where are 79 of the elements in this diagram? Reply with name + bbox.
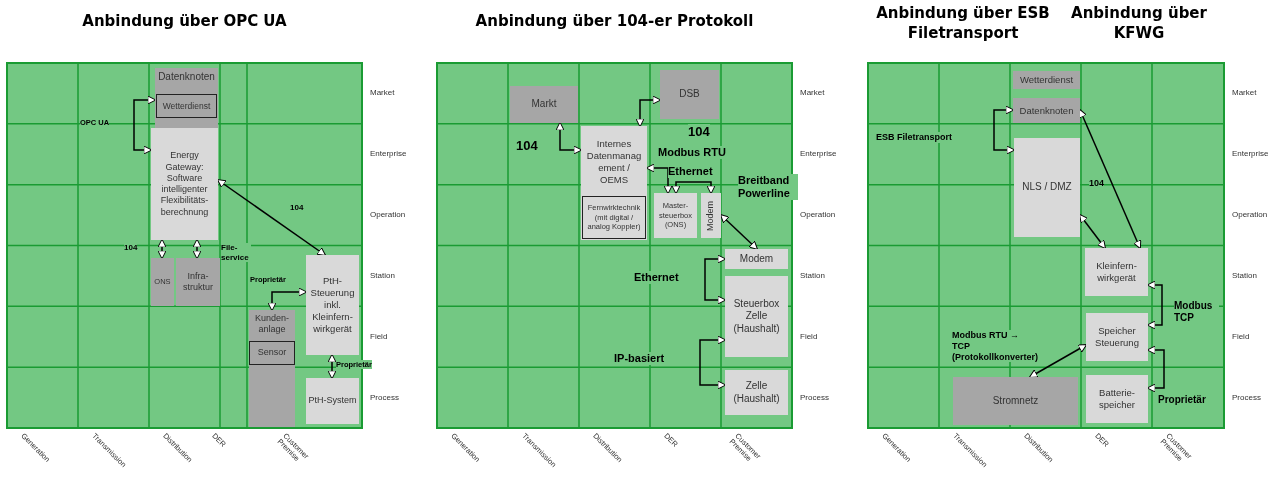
zone-label: Operation: [1232, 210, 1268, 220]
double-arrow: [267, 287, 308, 312]
edge-label: Breitband Powerline: [738, 174, 798, 201]
system-box: DSB: [660, 70, 719, 119]
zone-label: Station: [800, 270, 825, 280]
double-arrow: [704, 254, 727, 305]
panel-heading: Anbindung über ESB Filetransport: [875, 3, 1051, 43]
panel-heading: Anbindung über 104-er Protokoll: [474, 11, 755, 31]
edge-label: File- service: [221, 243, 251, 263]
system-box: Infra- struktur: [176, 258, 220, 306]
zone-label: Station: [1232, 270, 1257, 280]
double-arrow: [1078, 108, 1142, 250]
zone-label: Process: [370, 392, 399, 402]
component-box: Steuerbox Zelle (Haushalt): [725, 276, 788, 357]
double-arrow: [192, 238, 202, 260]
double-arrow: [635, 95, 662, 128]
double-arrow: [645, 163, 673, 195]
double-arrow: [1079, 213, 1106, 250]
zone-label: Field: [800, 331, 818, 341]
double-arrow: [327, 353, 337, 380]
double-arrow: [993, 105, 1016, 155]
component-box: Batterie- speicher: [1086, 375, 1148, 423]
box-heading: Datenknoten: [157, 71, 216, 84]
component-box: Modem: [725, 249, 788, 269]
zone-label: Enterprise: [1232, 149, 1269, 159]
zone-label: Enterprise: [800, 149, 837, 159]
zone-label: Station: [370, 270, 395, 280]
component-box: Zelle (Haushalt): [725, 370, 788, 415]
edge-label: 104: [124, 243, 138, 253]
system-box: Wetterdienst: [156, 94, 217, 118]
component-box: PtH- Steuerung inkl. Kleinfern- wirkgerät: [306, 255, 359, 355]
zone-label: Field: [370, 331, 388, 341]
edge-label: Modbus RTU: [658, 146, 726, 160]
system-box: Markt: [510, 86, 578, 123]
zone-label: Market: [1232, 88, 1257, 98]
double-arrow: [699, 335, 727, 390]
zone-label: Operation: [800, 210, 836, 220]
double-arrow: [1146, 345, 1165, 393]
box-heading: Internes Datenmanag ement / OEMS: [585, 138, 643, 186]
zone-label: Market: [370, 88, 395, 98]
component-box: Energy Gateway: Software intelligenter Flexibilitäts- berechnung: [151, 128, 218, 240]
edge-label: ESB Filetransport: [876, 132, 952, 143]
zone-label: Process: [1232, 392, 1261, 402]
double-arrow: [671, 181, 716, 195]
panel-heading: Anbindung über OPC UA: [81, 11, 288, 31]
edge-label: Ethernet: [634, 271, 679, 285]
box-heading: Kunden- anlage: [254, 313, 290, 336]
zone-label: Operation: [370, 210, 406, 220]
component-box: [581, 126, 647, 240]
system-box: Stromnetz: [953, 377, 1078, 425]
double-arrow: [216, 179, 327, 256]
component-box: Modem: [701, 193, 721, 238]
edge-label: Modbus TCP: [1174, 300, 1219, 324]
zone-label: Field: [1232, 331, 1250, 341]
double-arrow: [719, 213, 759, 251]
double-arrow: [157, 238, 167, 260]
double-arrow: [555, 121, 583, 155]
system-box: [155, 68, 218, 128]
system-box: Datenknoten: [1013, 98, 1080, 123]
panel-heading: Anbindung über KFWG: [1070, 3, 1208, 43]
edge-label: 104: [290, 203, 304, 213]
component-box: Speicher Steuerung: [1086, 313, 1148, 361]
component-box: NLS / DMZ: [1014, 138, 1080, 237]
edge-label: IP-basiert: [614, 352, 665, 366]
system-box: [249, 310, 295, 427]
component-box: Kleinfern- wirkgerät: [1085, 248, 1148, 296]
zone-label: Market: [800, 88, 825, 98]
double-arrow: [1146, 280, 1163, 330]
system-box: Sensor: [249, 341, 295, 365]
edge-label: Modbus RTU → TCP (Protokollkonverter): [952, 330, 1036, 363]
edge-label: Proprietär: [1158, 394, 1206, 406]
zone-label: Process: [800, 392, 829, 402]
component-box: PtH-System: [306, 378, 359, 424]
system-box: Wetterdienst: [1013, 71, 1080, 89]
double-arrow: [133, 95, 157, 155]
edge-label: 104: [1089, 178, 1105, 189]
edge-label: Ethernet: [668, 165, 713, 179]
zone-label: Enterprise: [370, 149, 407, 159]
double-arrow: [1028, 344, 1088, 378]
